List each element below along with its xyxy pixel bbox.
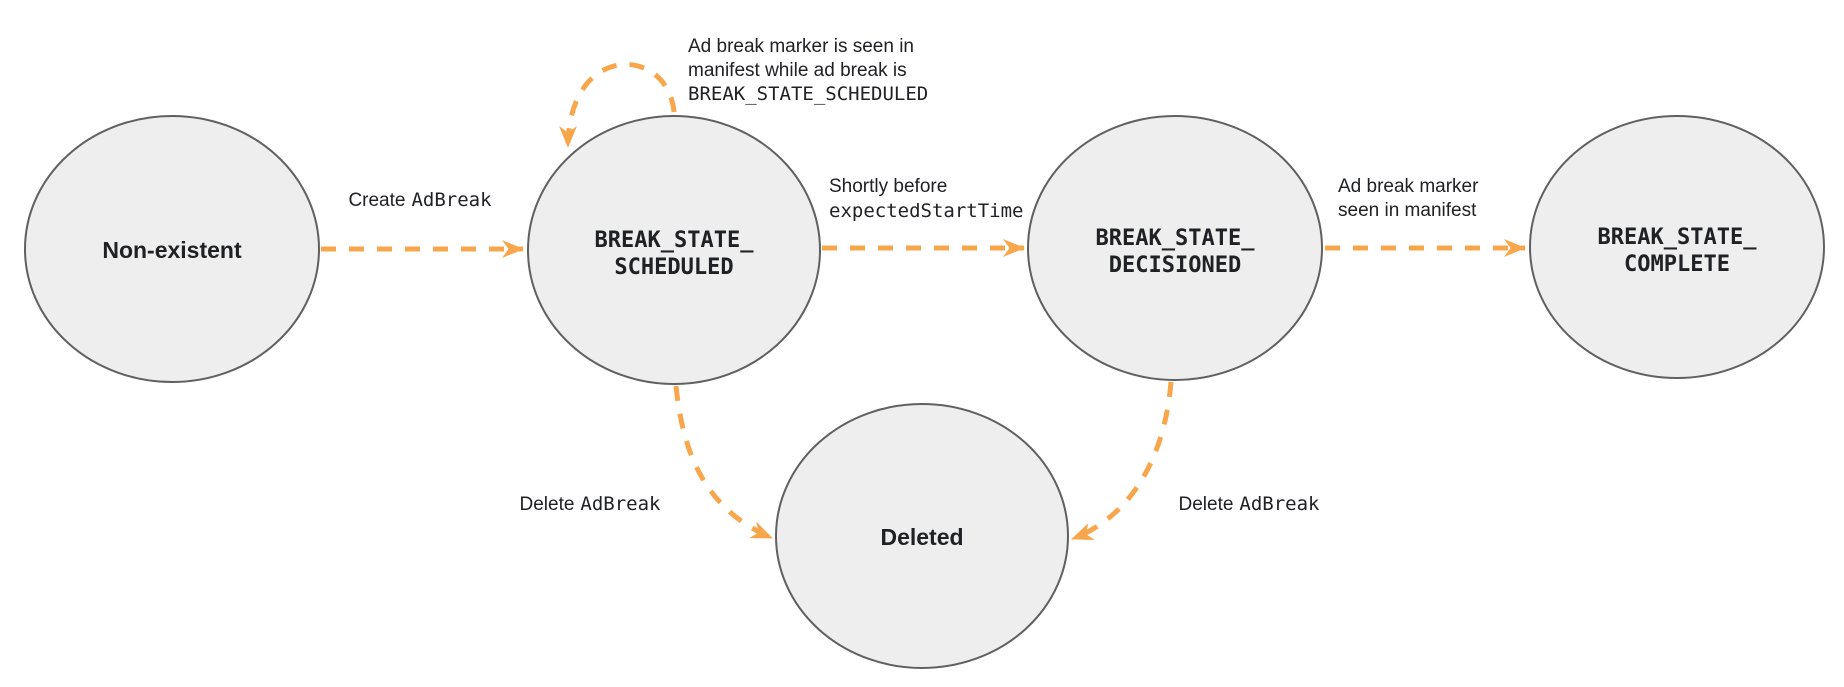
edge-delete-from-decisioned-label-code: AdBreak — [1239, 493, 1320, 515]
edge-self-loop-label-line1: Ad break marker is seen in — [688, 36, 914, 57]
node-break-state-decisioned: BREAK_STATE_ DECISIONED — [1027, 115, 1323, 381]
node-non-existent: Non-existent — [24, 115, 320, 383]
edge-to-complete-label-line1: Ad break marker — [1338, 176, 1479, 197]
node-group: Non-existent BREAK_STATE_ SCHEDULED BREA… — [24, 115, 1825, 669]
edge-self-loop-label-line2: manifest while ad break is — [688, 60, 907, 81]
edge-self-loop-arrow — [559, 62, 677, 148]
edge-delete-from-decisioned-arrow — [1071, 381, 1174, 542]
node-break-state-complete-shape — [1529, 115, 1825, 379]
node-deleted-shape — [775, 403, 1069, 669]
node-break-state-decisioned-label-line2: DECISIONED — [1109, 253, 1241, 278]
node-break-state-complete-label-line2: COMPLETE — [1624, 252, 1730, 277]
node-break-state-complete-label-line1: BREAK_STATE_ — [1598, 225, 1758, 250]
edge-create-label: Create AdBreak — [348, 189, 492, 211]
edge-self-loop-label-line3: BREAK_STATE_SCHEDULED — [688, 83, 928, 105]
node-deleted-label: Deleted — [880, 524, 963, 550]
node-break-state-decisioned-label-line1: BREAK_STATE_ — [1096, 226, 1256, 251]
edge-create-label-code: AdBreak — [411, 189, 492, 211]
edge-delete-from-scheduled-label-code: AdBreak — [580, 493, 661, 515]
node-non-existent-shape — [24, 115, 320, 383]
node-non-existent-label: Non-existent — [102, 237, 242, 263]
edge-group — [321, 62, 1526, 542]
edge-create-label-plain: Create — [348, 190, 405, 211]
node-break-state-scheduled-label-line2: SCHEDULED — [614, 255, 733, 280]
node-break-state-decisioned-shape — [1027, 115, 1323, 381]
node-break-state-complete: BREAK_STATE_ COMPLETE — [1529, 115, 1825, 379]
node-deleted: Deleted — [775, 403, 1069, 669]
edge-to-decisioned-label-line2: expectedStartTime — [829, 200, 1023, 222]
edge-delete-from-decisioned-label-plain: Delete — [1179, 494, 1234, 515]
edge-to-complete-label-line2: seen in manifest — [1338, 200, 1477, 221]
edge-to-decisioned-label-line1: Shortly before — [829, 176, 947, 197]
edge-delete-from-scheduled-arrow — [673, 385, 773, 541]
node-break-state-scheduled-shape — [527, 115, 821, 385]
node-break-state-scheduled: BREAK_STATE_ SCHEDULED — [527, 115, 821, 385]
edge-delete-from-scheduled-label-plain: Delete — [520, 494, 575, 515]
node-break-state-scheduled-label-line1: BREAK_STATE_ — [595, 228, 755, 253]
